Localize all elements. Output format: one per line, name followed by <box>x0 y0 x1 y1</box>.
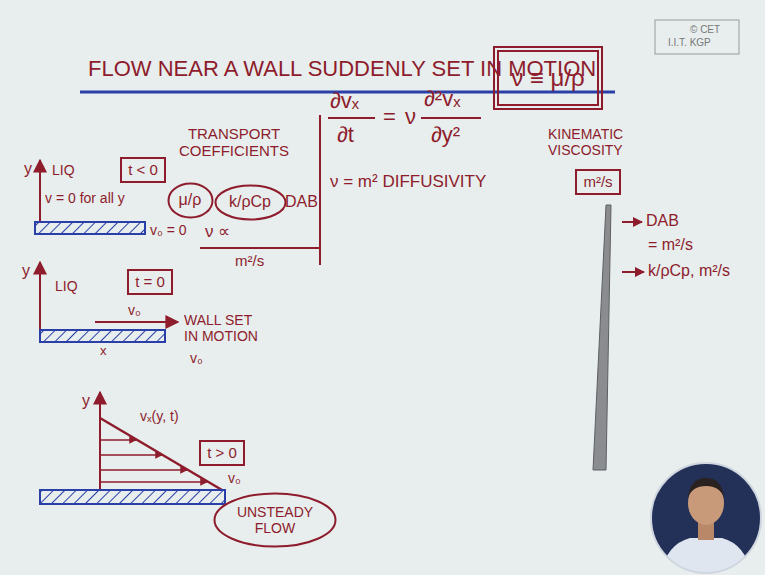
separator <box>319 115 321 265</box>
pointer-stick <box>593 205 611 470</box>
logo-box <box>655 20 739 54</box>
equation-term: ∂t <box>337 122 354 147</box>
node-text: t < 0 <box>128 161 158 178</box>
axis-label: x <box>100 344 107 359</box>
pointer-arrow <box>622 221 642 223</box>
definition-box: ν ≡ μ/ρ <box>493 46 603 110</box>
y-axis <box>39 160 41 222</box>
time-box: t < 0 <box>120 157 166 182</box>
unit-box: m²/s <box>575 169 620 194</box>
velocity-label: v₀ <box>228 470 241 486</box>
fraction-bar <box>328 117 375 119</box>
time-box: t > 0 <box>199 440 245 465</box>
condition-note: v = 0 for all y <box>45 190 125 206</box>
node-text: UNSTEADY FLOW <box>235 504 315 536</box>
node-text: m²/s <box>583 173 612 190</box>
wall <box>35 222 145 234</box>
presenter-frame <box>651 463 761 573</box>
block-heading: TRANSPORT COEFFICIENTS <box>175 125 293 160</box>
node-text: t = 0 <box>135 273 165 290</box>
medium-label: LIQ <box>52 162 75 178</box>
proportional-note: ν ∝ <box>205 222 230 242</box>
axis-label: y <box>24 160 32 178</box>
circled-coefficient: k/ρCp <box>214 184 287 221</box>
profile-label: vₓ(y, t) <box>140 408 179 424</box>
unit-label: m²/s <box>235 252 264 269</box>
circled-note: UNSTEADY FLOW <box>213 492 337 548</box>
coefficient: DAB <box>646 212 679 230</box>
logo-text: © CET <box>690 24 720 36</box>
velocity-profile <box>100 418 222 490</box>
equation-term: ∂y² <box>431 122 460 147</box>
node-text: μ/ρ <box>179 191 202 209</box>
unit-label: = m²/s <box>648 236 693 254</box>
circled-coefficient: μ/ρ <box>167 182 214 219</box>
equation-term: = <box>383 104 396 129</box>
logo-text: I.I.T. KGP <box>668 37 711 49</box>
y-axis <box>99 392 101 490</box>
unit-note: ν = m² DIFFUSIVITY <box>330 172 486 192</box>
equation-term: ν <box>405 104 416 129</box>
node-text: k/ρCp <box>229 193 271 211</box>
axis-label: y <box>82 392 90 410</box>
wall-velocity-arrow <box>95 321 178 323</box>
presenter-inset <box>651 463 761 575</box>
node-text: t > 0 <box>207 444 237 461</box>
equation-term: ∂²vₓ <box>424 86 460 111</box>
velocity-label: v₀ <box>190 350 203 366</box>
coefficient: DAB <box>285 193 318 211</box>
pointer-arrow <box>622 271 644 273</box>
velocity-vectors <box>100 440 207 482</box>
fraction-bar <box>421 117 481 119</box>
coefficient: k/ρCp, m²/s <box>648 262 730 280</box>
node-text: ν ≡ μ/ρ <box>511 64 585 92</box>
equation-term: ∂vₓ <box>330 88 359 113</box>
wall-note: WALL SET IN MOTION <box>184 312 264 344</box>
velocity-label: v₀ <box>128 302 141 318</box>
wall <box>40 330 165 342</box>
term-name: KINEMATIC VISCOSITY <box>548 126 648 158</box>
axis-label: y <box>22 262 30 280</box>
y-axis <box>39 262 41 330</box>
wall <box>40 490 225 504</box>
time-box: t = 0 <box>127 269 173 294</box>
medium-label: LIQ <box>55 278 78 294</box>
velocity-label: v₀ = 0 <box>150 222 187 238</box>
fraction-line <box>200 247 320 249</box>
